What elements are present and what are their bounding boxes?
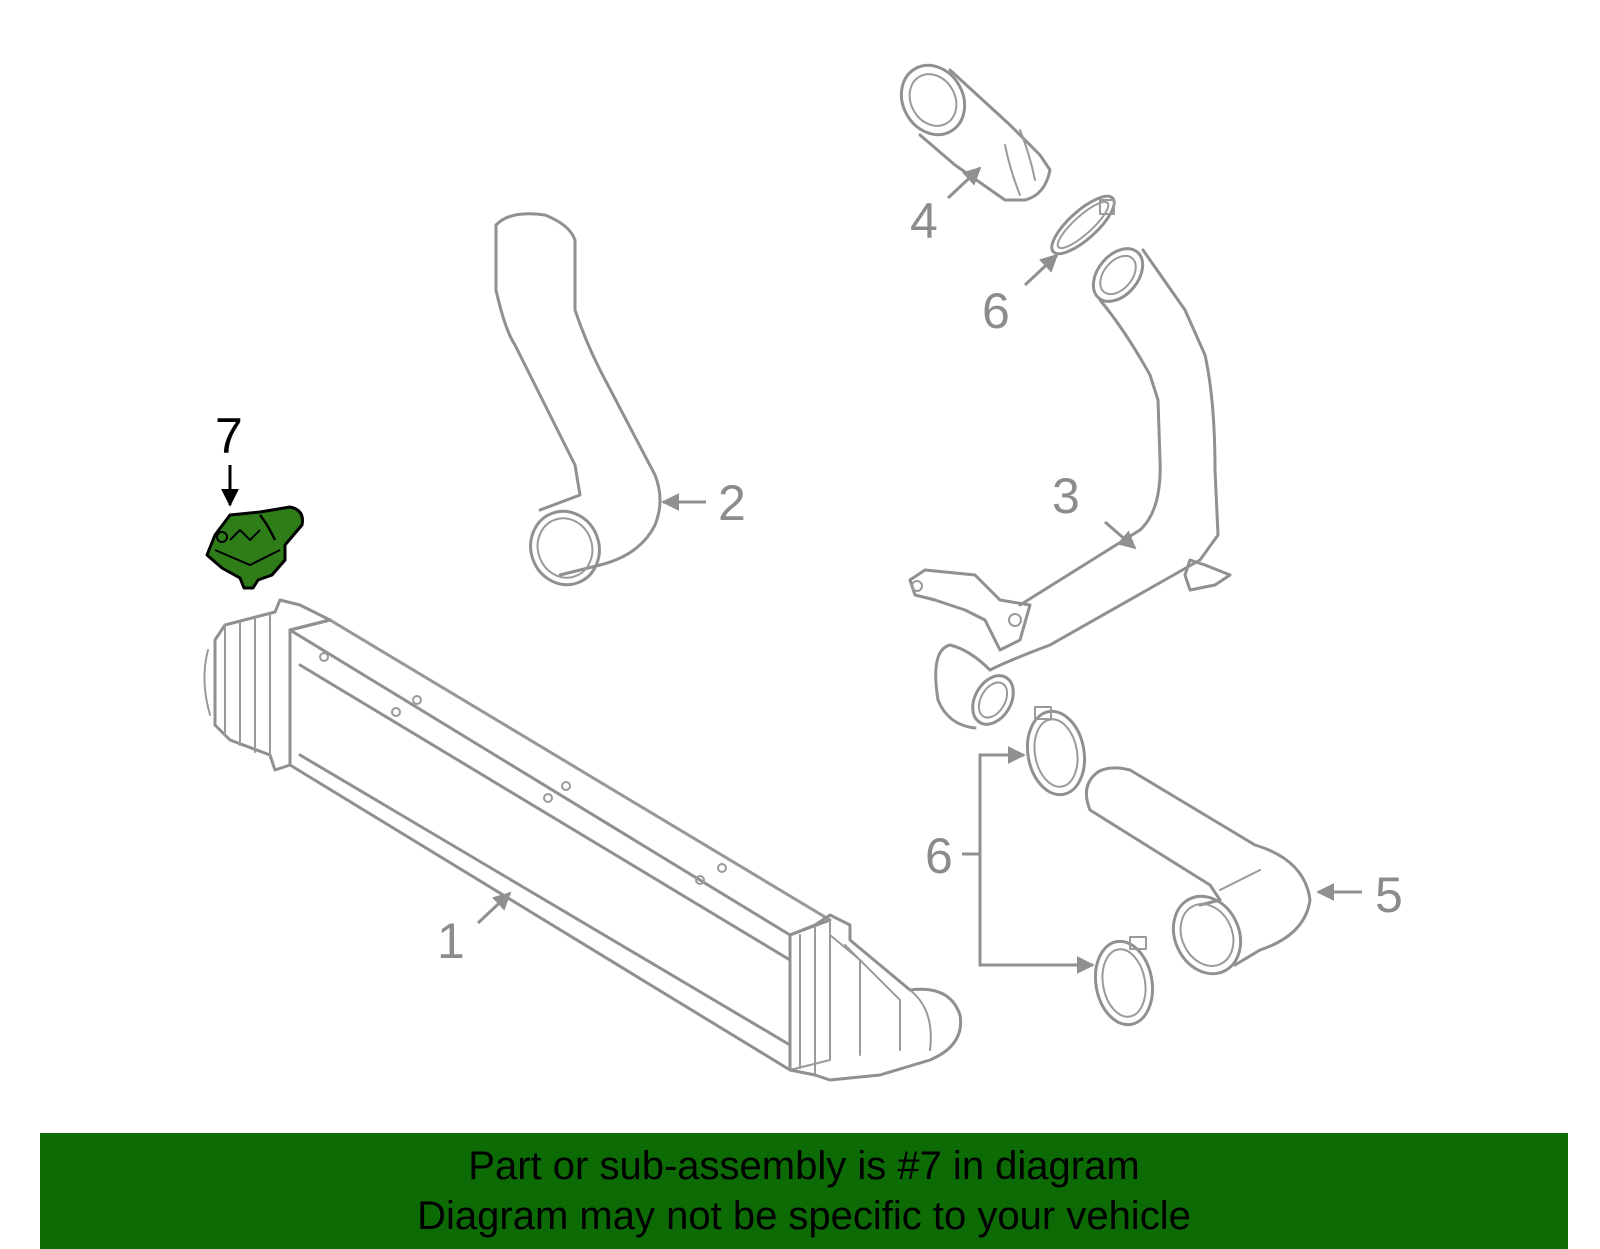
pipe-with-bracket-part[interactable] — [908, 239, 1232, 731]
callout-5: 5 — [1375, 867, 1403, 923]
boost-pressure-sensor-part[interactable] — [205, 505, 304, 590]
callout-3: 3 — [1052, 468, 1080, 524]
callout-4: 4 — [910, 193, 938, 249]
leader-6-bracket-lower — [978, 854, 1095, 974]
connector-pipe-part[interactable] — [889, 54, 1052, 202]
callout-7: 7 — [215, 408, 243, 464]
info-banner: Part or sub-assembly is #7 in diagram Di… — [40, 1133, 1568, 1249]
leader-1 — [476, 891, 512, 925]
leader-6-top — [1023, 253, 1059, 287]
hose-clamp-top-part[interactable] — [1044, 188, 1122, 262]
callout-6-top: 6 — [982, 283, 1010, 339]
callout-2: 2 — [718, 475, 746, 531]
upper-hose-part[interactable] — [494, 212, 662, 595]
callout-6-bottom: 6 — [925, 828, 953, 884]
callout-1: 1 — [437, 913, 465, 969]
leader-4 — [946, 166, 982, 200]
banner-line-2: Diagram may not be specific to your vehi… — [417, 1194, 1191, 1238]
intercooler-part[interactable] — [203, 598, 963, 1082]
hose-clamp-bottom-part[interactable] — [1089, 936, 1159, 1029]
lower-hose-part[interactable] — [1084, 766, 1312, 985]
leader-6-bracket — [978, 746, 1026, 854]
leader-3 — [1104, 520, 1137, 550]
banner-line-1: Part or sub-assembly is #7 in diagram — [468, 1144, 1140, 1188]
hose-clamp-middle-part[interactable] — [1021, 706, 1091, 799]
